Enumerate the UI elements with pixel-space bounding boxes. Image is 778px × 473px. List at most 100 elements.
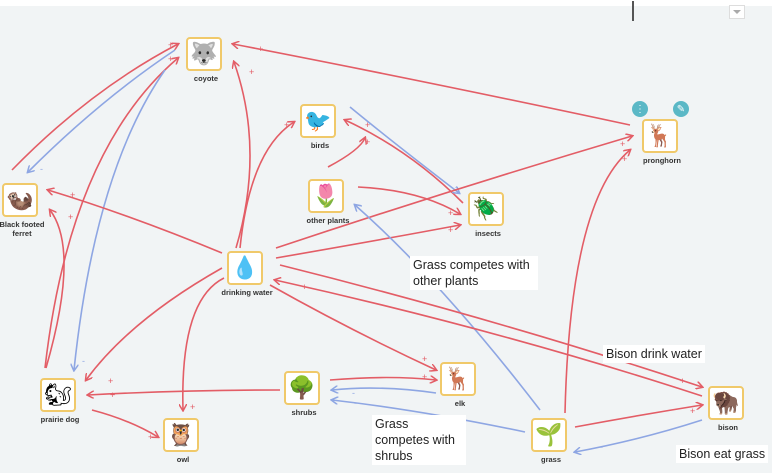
edge-bison-to-grass[interactable] [575,419,703,452]
edge-sign-label: + [422,354,427,364]
edge-prairie-dog-to-owl[interactable] [91,409,158,437]
coyote-icon: 🐺 [186,37,222,71]
edge-sign-label: + [148,432,153,442]
edge-birds-to-insects[interactable] [349,106,459,193]
note-grass-shrubs[interactable]: Grass competes with shrubs [372,415,466,465]
edge-sign-label: + [622,154,627,164]
node-shrubs[interactable]: 🌳 shrubs [284,371,324,417]
edge-sign-label: + [68,212,73,222]
link-pencil-icon: ✎ [676,103,686,115]
note-grass-other-plants[interactable]: Grass competes with other plants [410,256,538,290]
node-link-button[interactable]: ✎ [673,101,689,117]
edge-sign-label: + [249,67,254,77]
edge-sign-label: + [448,225,453,235]
node-label: shrubs [291,408,317,417]
node-drinking-water[interactable]: 💧 drinking water [221,251,273,297]
text-cursor [632,1,634,21]
edge-sign-label: + [422,372,427,382]
beetle-icon: 🪲 [468,192,504,226]
edge-sign-label: + [168,54,173,64]
note-bison-water[interactable]: Bison drink water [603,345,705,363]
grass-icon: 🌱 [531,418,567,452]
edge-drinking-water-to-pronghorn[interactable] [275,136,632,249]
more-vertical-icon: ⋮ [635,103,645,115]
node-other-plants[interactable]: 🌷 other plants [307,179,349,225]
edge-sign-label: + [168,40,173,50]
edge-other-plants-to-birds[interactable] [327,138,365,168]
edge-shrubs-to-elk[interactable] [329,378,436,381]
edge-sign-label: + [620,139,625,149]
edge-drinking-water-to-insects[interactable] [275,225,460,259]
edge-grass-to-other-plants[interactable] [355,205,541,411]
chevron-down-icon [733,10,741,14]
node-grass[interactable]: 🌱 grass [531,418,571,464]
edge-sign-label: + [108,376,113,386]
bison-icon: 🦬 [708,386,744,420]
edge-drinking-water-to-coyote[interactable] [234,62,251,249]
edge-coyote-to-ferret[interactable] [28,49,176,172]
edge-insects-to-birds[interactable] [345,120,464,204]
elk-icon: 🦌 [440,362,476,396]
edge-sign-label: + [448,208,453,218]
edge-sign-label: - [600,442,603,452]
pronghorn-icon: 🦌 [642,119,678,153]
owl-icon: 🦉 [163,418,199,452]
collapse-dropdown-button[interactable] [729,5,745,19]
edge-grass-to-bison[interactable] [574,405,702,428]
prairie-dog-icon: 🐿 [40,378,76,412]
edge-sign-label: + [302,282,307,292]
edge-sign-label: + [365,120,370,130]
edge-sign-label: + [110,390,115,400]
flowers-icon: 🌷 [308,179,344,213]
edge-pronghorn-to-coyote[interactable] [233,44,631,126]
node-birds[interactable]: 🐦 birds [300,104,340,150]
edge-sign-label: + [70,190,75,200]
node-menu-button[interactable]: ⋮ [632,101,648,117]
edge-grass-to-shrubs[interactable] [332,400,526,433]
node-label: coyote [193,74,219,83]
shrub-icon: 🌳 [284,371,320,405]
node-owl[interactable]: 🦉 owl [163,418,203,464]
node-pronghorn[interactable]: 🦌 pronghorn [642,119,682,165]
node-label: prairie dog [40,415,80,424]
edge-drinking-water-to-bison[interactable] [279,264,702,387]
node-label: bison [718,423,738,432]
edge-prairie-dog-to-ferret[interactable] [45,210,65,369]
edge-bison-to-drinking-water[interactable] [275,280,703,397]
edge-sign-label: + [680,376,685,386]
edge-drinking-water-to-prairie-dog[interactable] [86,267,223,380]
note-bison-grass[interactable]: Bison eat grass [676,445,769,463]
node-label: Black footed ferret [0,220,45,238]
edge-sign-label: + [365,137,370,147]
edge-coyote-to-prairie-dog[interactable] [74,69,166,370]
bird-icon: 🐦 [300,104,336,138]
edge-grass-to-pronghorn[interactable] [564,150,630,414]
node-label: owl [176,455,190,464]
node-coyote[interactable]: 🐺 coyote [186,37,226,83]
node-label: birds [310,141,330,150]
edge-sign-label: - [40,164,43,174]
node-black-footed-ferret[interactable]: 🦦 Black footed ferret [0,183,45,238]
edge-sign-label: + [190,402,195,412]
node-insects[interactable]: 🪲 insects [468,192,508,238]
node-prairie-dog[interactable]: 🐿 prairie dog [40,378,80,424]
edge-drinking-water-to-ferret[interactable] [48,190,223,254]
edge-drinking-water-to-birds[interactable] [239,122,294,249]
edge-ferret-to-coyote[interactable] [11,44,178,171]
node-bison[interactable]: 🦬 bison [708,386,748,432]
edge-drinking-water-to-elk[interactable] [269,284,436,370]
edge-elk-to-shrubs[interactable] [332,388,437,393]
node-label: insects [475,229,501,238]
edge-prairie-dog-to-coyote[interactable] [44,58,178,369]
node-label: drinking water [221,288,273,297]
edge-sign-label: - [354,398,357,408]
edge-drinking-water-to-owl[interactable] [183,277,225,410]
node-label: elk [454,399,466,408]
edge-shrubs-to-prairie-dog[interactable] [88,389,281,395]
node-elk[interactable]: 🦌 elk [440,362,480,408]
node-label: grass [540,455,562,464]
edge-other-plants-to-insects[interactable] [357,186,460,214]
edge-sign-label: - [455,182,458,192]
edge-sign-label: - [82,356,85,366]
